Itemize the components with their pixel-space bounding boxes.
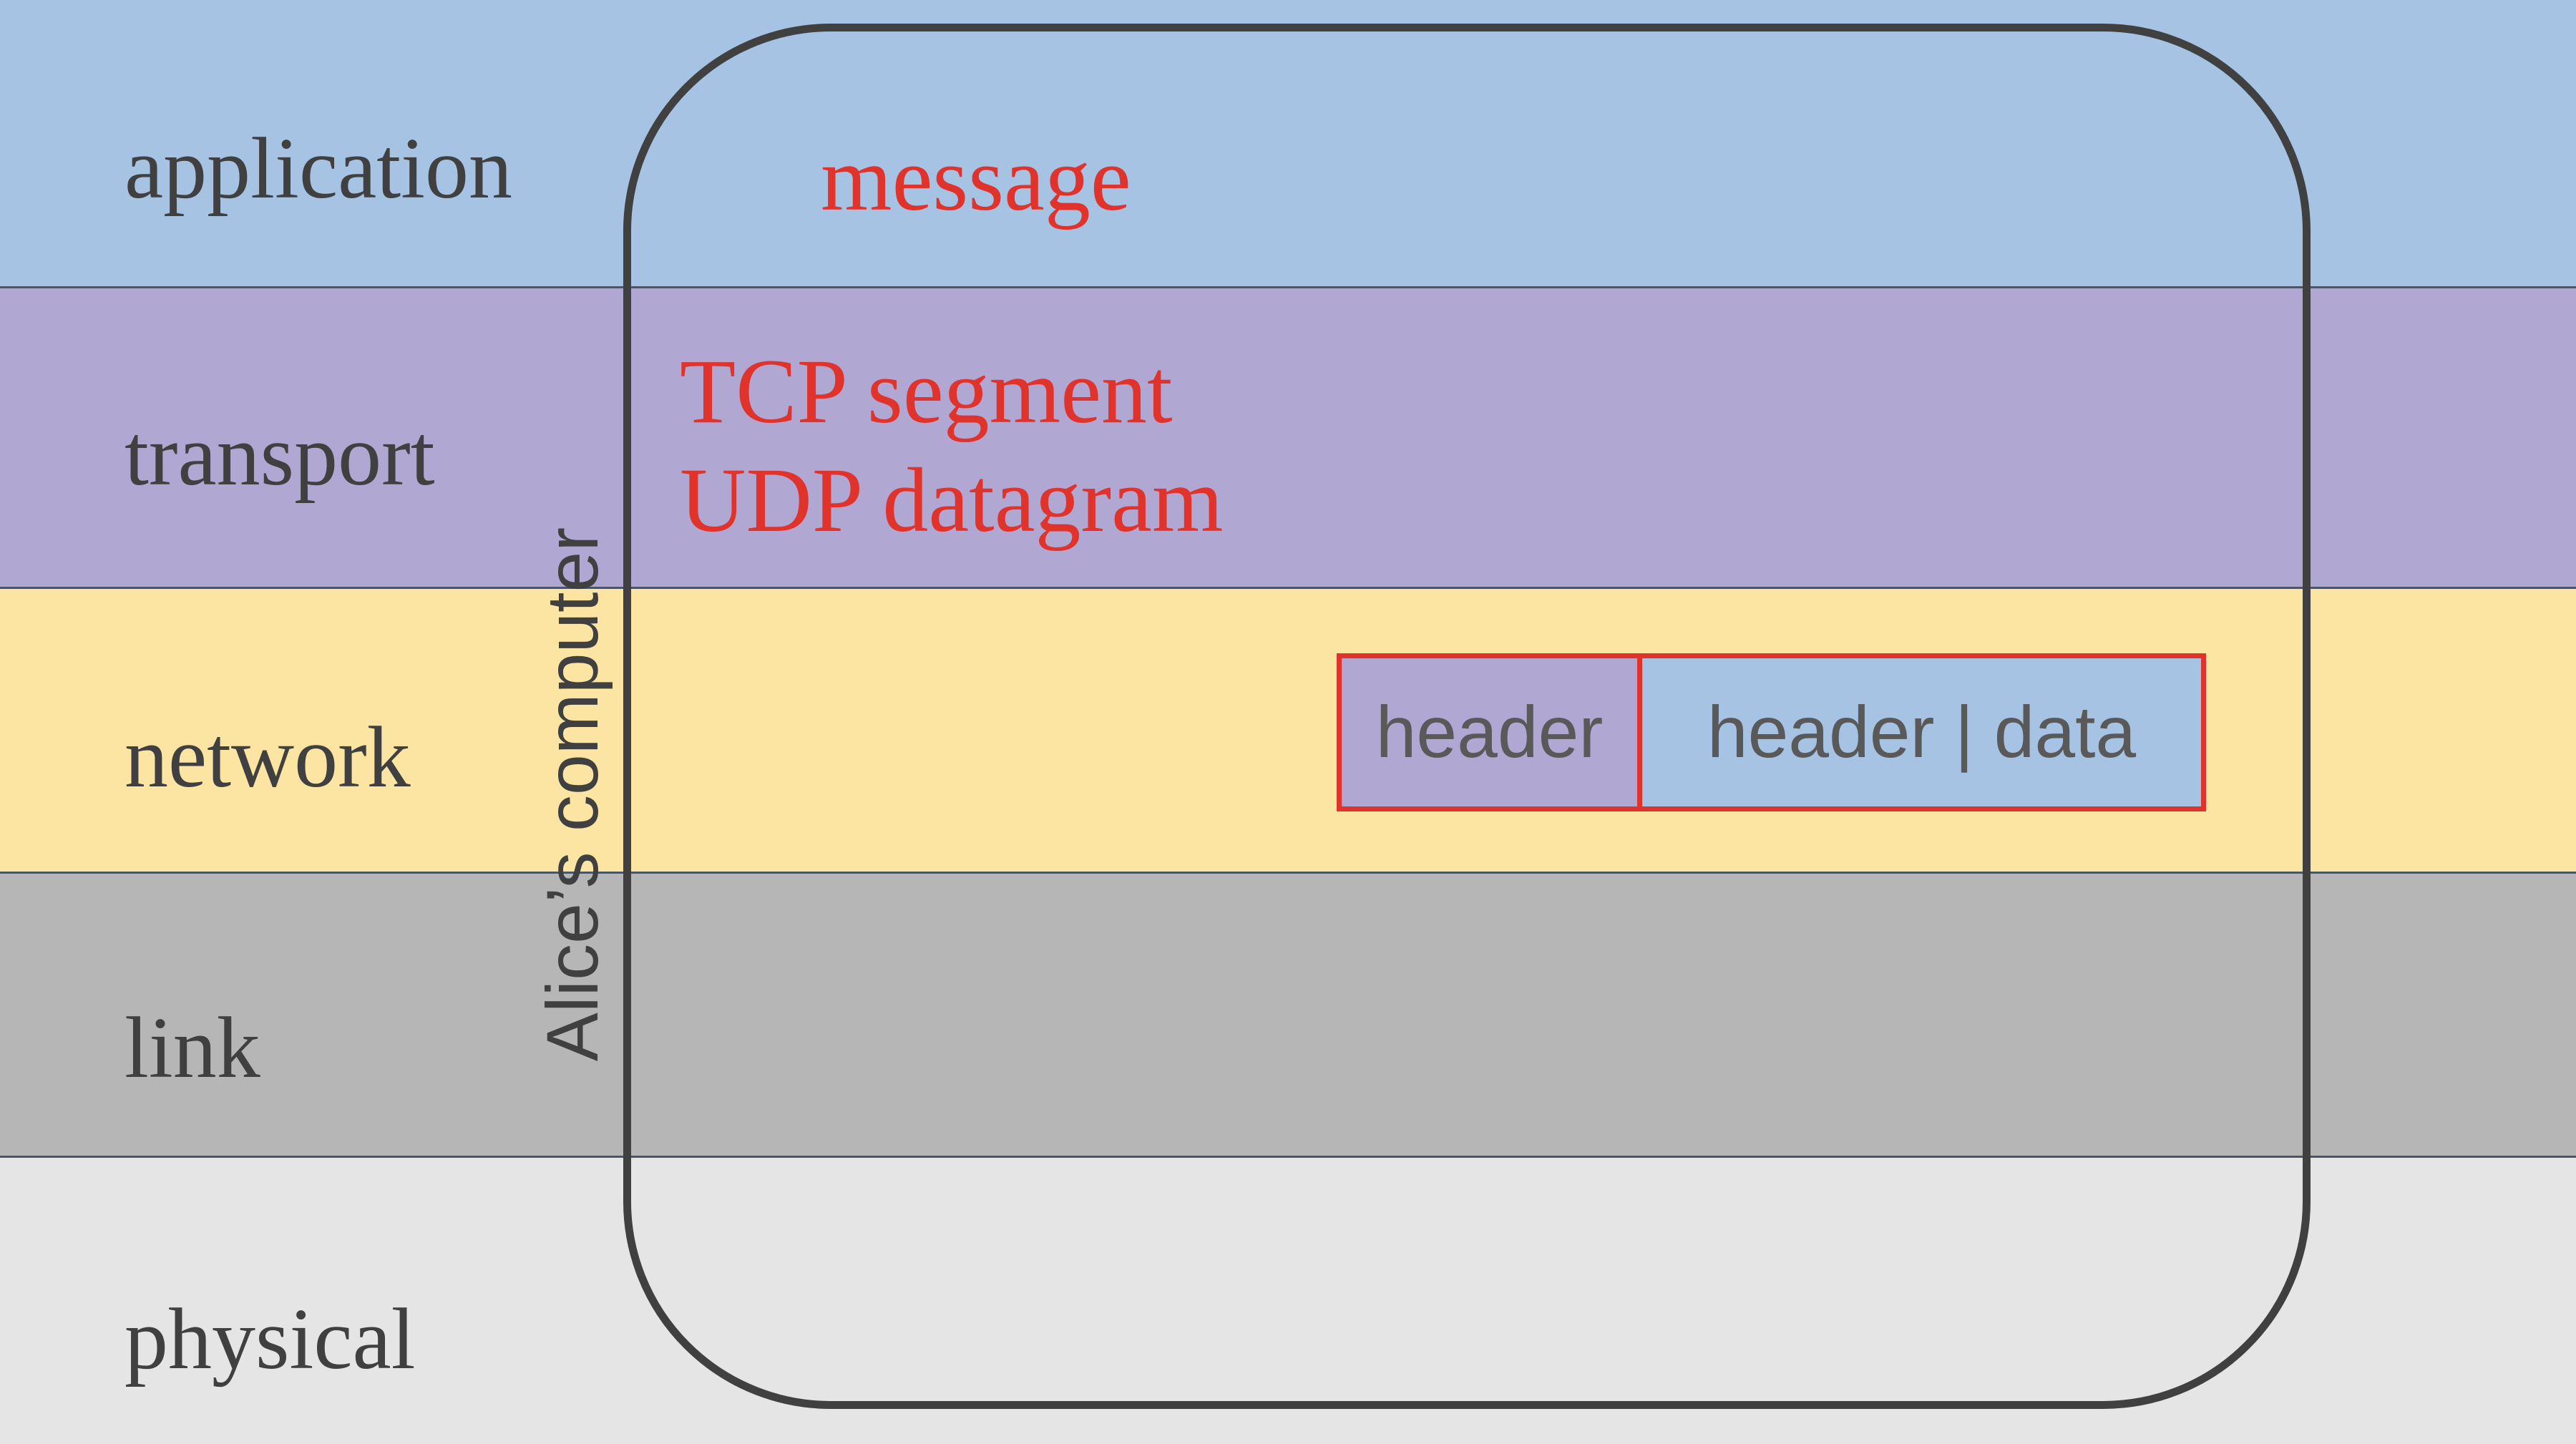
alice-computer-label: Alice’s computer bbox=[532, 527, 613, 1062]
layer-label-network: network bbox=[125, 709, 411, 806]
network-packet: header header | data bbox=[1337, 653, 2206, 811]
pdu-label-tcp-segment: TCP segment bbox=[680, 341, 1173, 442]
layer-label-physical: physical bbox=[125, 1291, 416, 1387]
layer-label-transport: transport bbox=[125, 407, 435, 504]
packet-header-cell: header bbox=[1342, 658, 1642, 806]
packet-payload-cell: header | data bbox=[1642, 658, 2201, 806]
transport-layer-band bbox=[0, 288, 2576, 589]
alice-computer-outline bbox=[623, 24, 2311, 1409]
pdu-label-udp-datagram: UDP datagram bbox=[680, 449, 1224, 551]
pdu-label-message: message bbox=[821, 128, 1131, 230]
layer-label-application: application bbox=[125, 120, 513, 217]
link-layer-band bbox=[0, 874, 2576, 1158]
layer-label-link: link bbox=[125, 1000, 260, 1096]
